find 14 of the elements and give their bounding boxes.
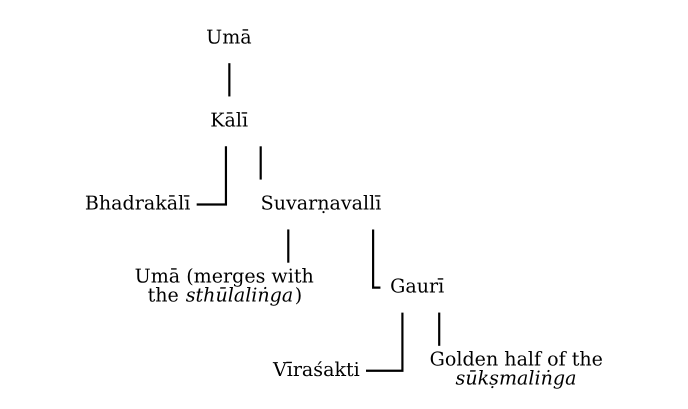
node-text: Kālī <box>210 109 248 132</box>
connector <box>196 146 227 206</box>
connector <box>228 63 230 96</box>
node-text: Gaurī <box>390 276 444 298</box>
node-text: Suvarṇavallī <box>260 192 381 215</box>
node-text: Umā (merges with the sthūlaliṅga) <box>134 265 314 307</box>
node-text: Vīraśakti <box>272 358 360 381</box>
node-text: Golden half of the sūkṣmaliṅga <box>429 348 602 390</box>
connector <box>259 146 262 180</box>
connector <box>438 312 440 346</box>
connector <box>366 312 403 372</box>
node-text: Bhadrakālī <box>84 192 190 215</box>
node-text: Umā <box>206 26 252 48</box>
connector <box>286 229 289 263</box>
